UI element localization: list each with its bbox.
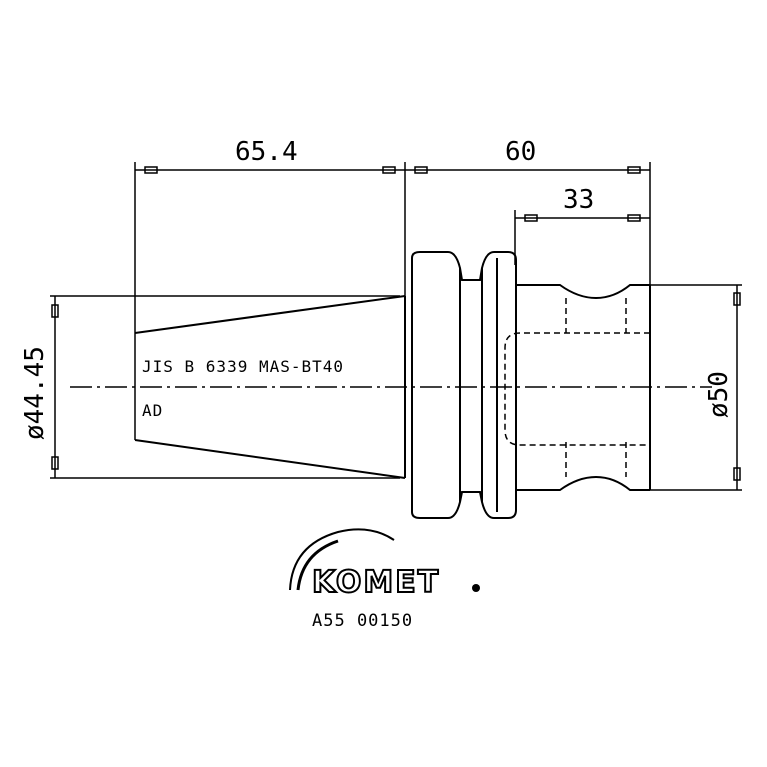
logo-text: KOMET [312,565,440,600]
arrow-mark [51,304,59,318]
dimension-body-diameter: ø50 [650,284,742,491]
dimension-flange-length: 60 [405,137,651,490]
dimension-label-65-4: 65.4 [235,137,298,167]
flange [411,251,517,519]
variant-annotation: AD [142,401,163,420]
dimension-taper-length: 65.4 [134,137,406,440]
arrow-mark [144,166,158,174]
arrow-mark [627,214,641,222]
logo-arc [289,528,395,591]
arrow-mark [51,456,59,470]
logo-arc-inner [296,539,339,591]
dimension-taper-diameter: ø44.45 [20,295,400,479]
flange-top-outline [411,251,517,300]
taper-bottom-edge [134,439,406,479]
inner-bore-hidden [504,332,650,446]
body [504,284,651,491]
arrow-mark [733,467,741,481]
arrow-mark [733,292,741,306]
komet-logo: KOMET [289,528,480,601]
dimension-bore-length: 33 [514,185,650,265]
standard-annotation: JIS B 6339 MAS-BT40 [142,357,344,376]
dimension-label-50: ø50 [704,371,734,418]
arrow-mark [414,166,428,174]
part-number: A55 00150 [312,611,413,631]
arrow-mark [382,166,396,174]
body-top-outline [516,284,650,300]
body-bottom-outline [516,475,650,491]
taper-top-edge [134,295,406,334]
flange-bottom-outline [411,478,517,519]
dimension-label-33: 33 [563,185,594,215]
logo-dot [472,584,480,592]
arrow-mark [524,214,538,222]
arrow-mark [627,166,641,174]
dimension-label-44-45: ø44.45 [20,346,50,440]
dimension-label-60: 60 [505,137,536,167]
